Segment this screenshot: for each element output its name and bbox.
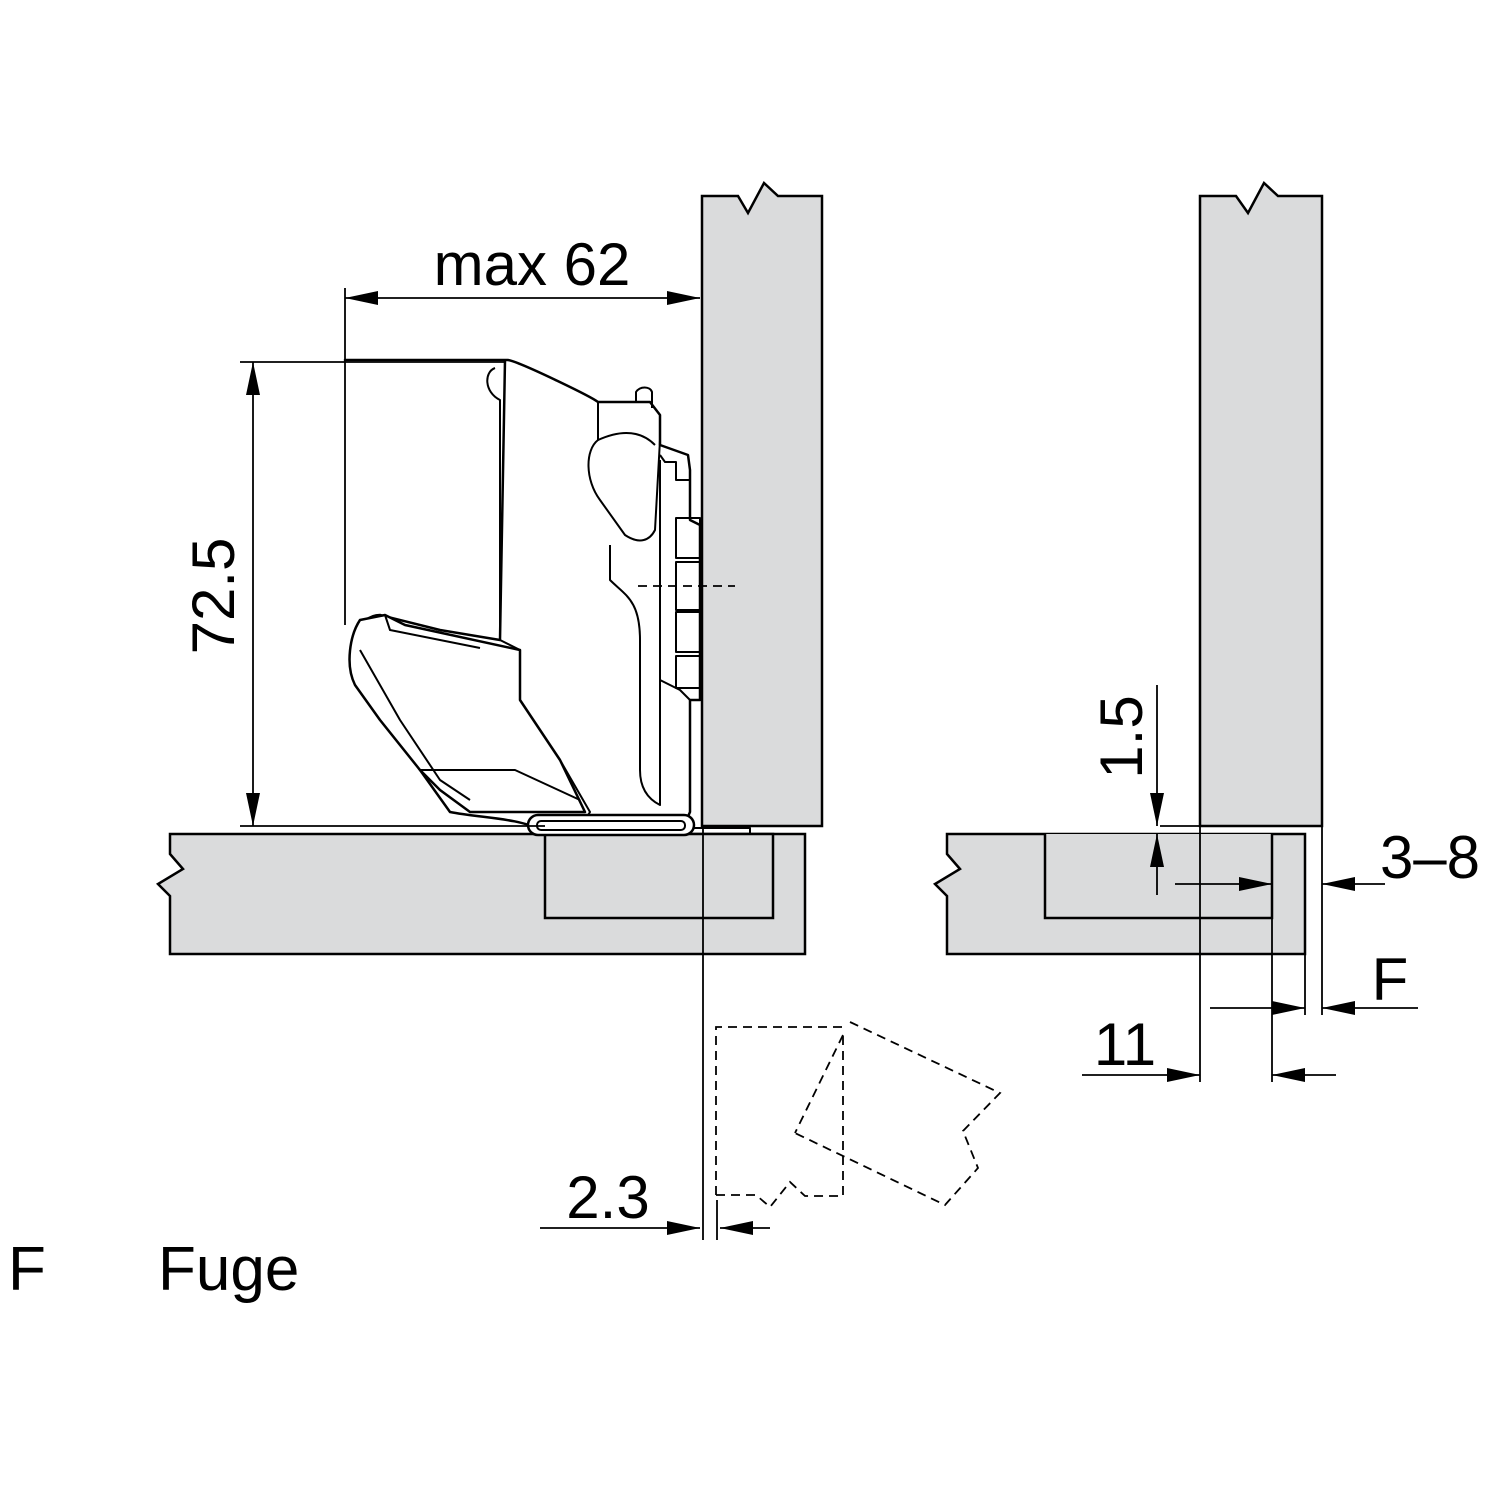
left-vertical-panel (700, 180, 824, 828)
legend-symbol: F (8, 1235, 46, 1304)
door-opening-outline (715, 1021, 1002, 1209)
dim-distance: 11 (1094, 1011, 1156, 1078)
dim-cup-depth: 1.5 (1088, 695, 1155, 778)
legend: F Fuge (8, 1235, 299, 1304)
dim-max-width: max 62 (434, 231, 631, 298)
dim-gap: F (1372, 946, 1409, 1013)
dim-height: 72.5 (180, 538, 247, 655)
dim-offset-left: 2.3 (566, 1164, 649, 1231)
legend-description: Fuge (158, 1235, 299, 1304)
left-hinge-cup (543, 832, 775, 920)
hinge-body (343, 358, 751, 837)
dim-overlay-range: 3–8 (1380, 824, 1480, 891)
right-vertical-panel (1198, 180, 1324, 828)
right-assembly: 1.5 3–8 F 11 (932, 180, 1480, 1082)
left-assembly: max 62 72.5 2.3 (155, 180, 1002, 1240)
